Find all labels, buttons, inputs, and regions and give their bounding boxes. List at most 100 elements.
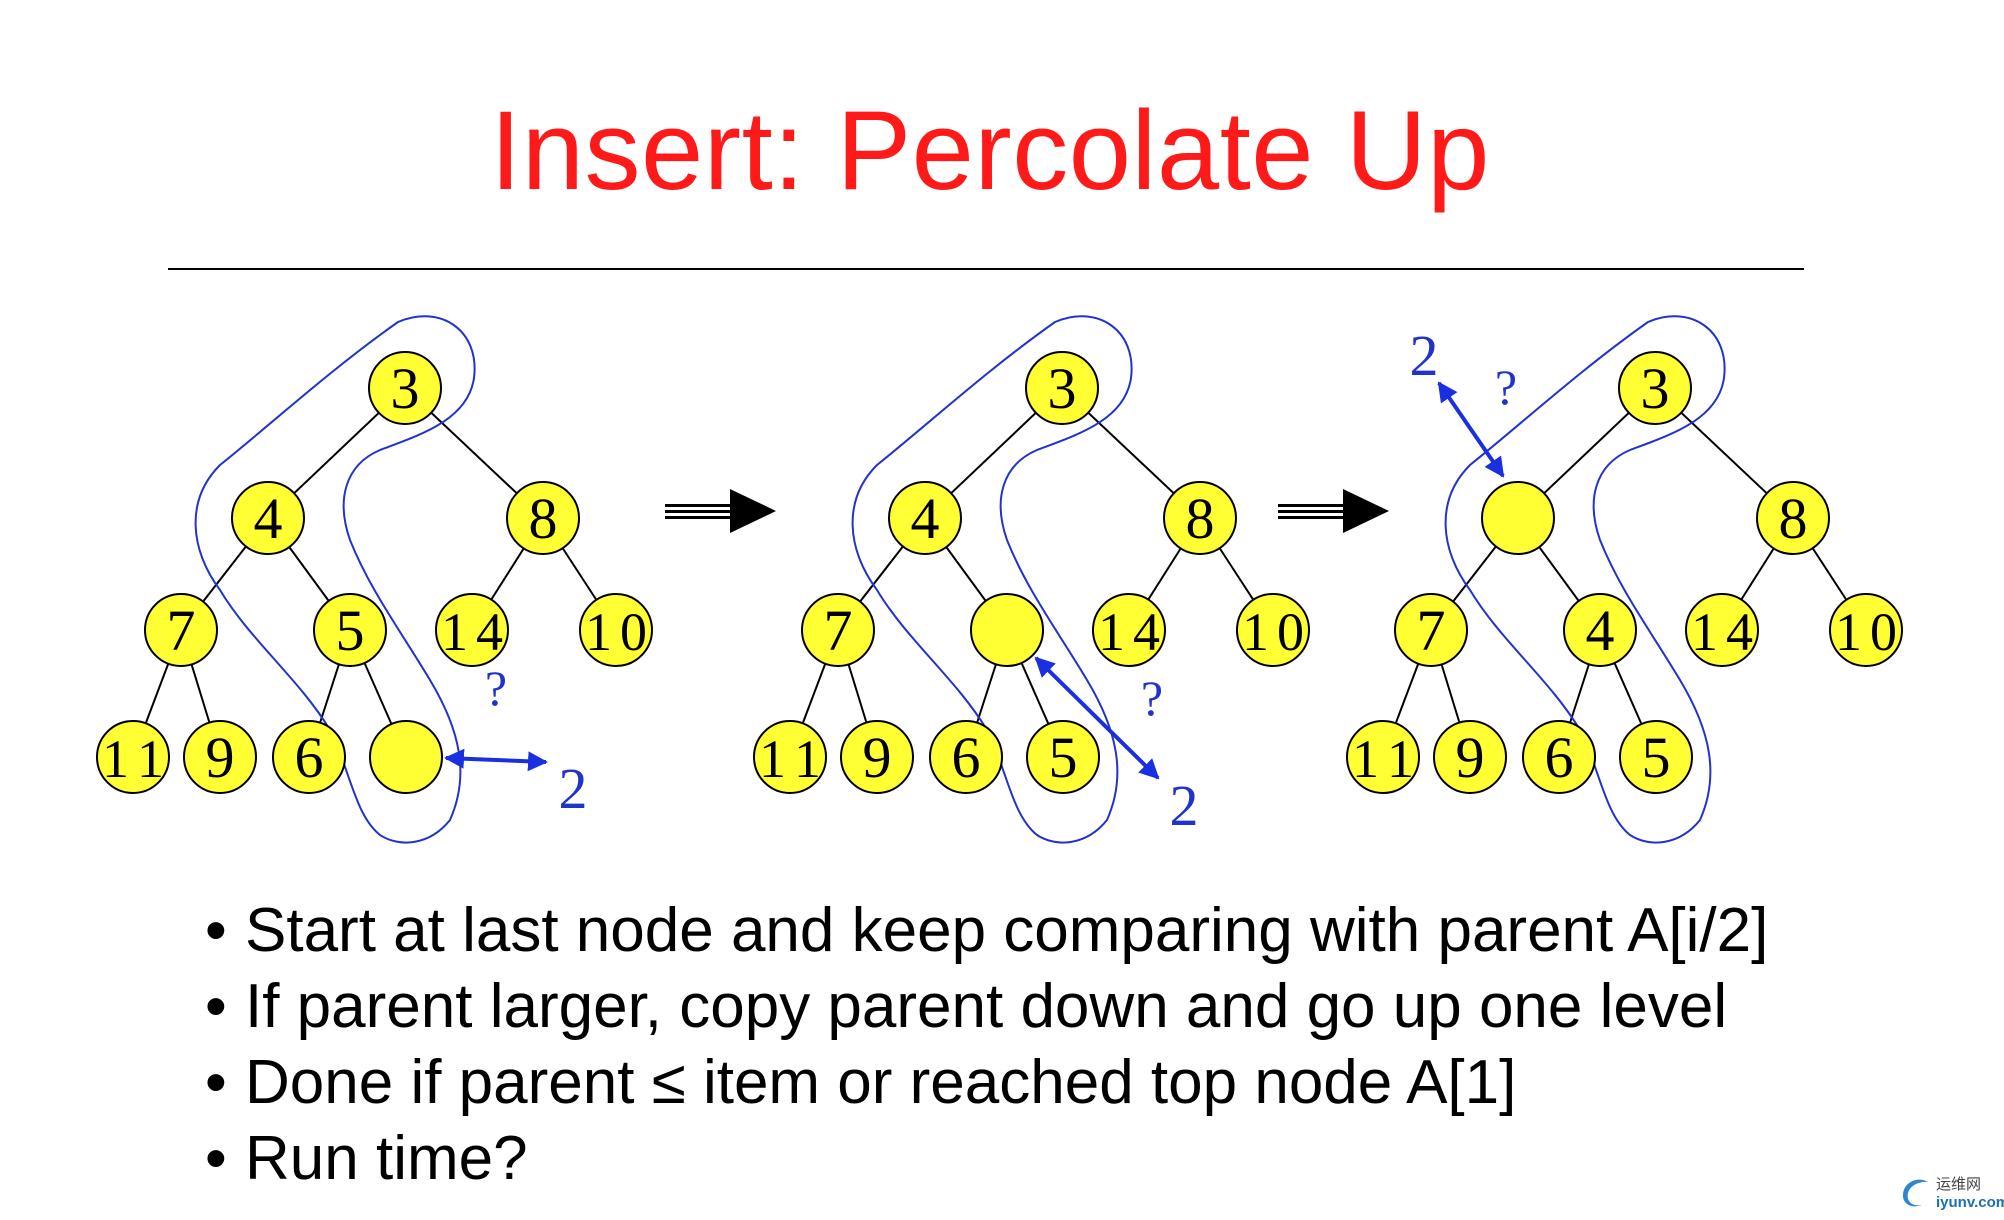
heap-node-circle — [1829, 593, 1903, 667]
bullet-text: If parent larger, copy parent down and g… — [245, 972, 1728, 1041]
heap-node: 4 — [1563, 593, 1637, 667]
insert-value-label: 2 — [1170, 773, 1199, 838]
heap-node-circle — [1756, 481, 1830, 555]
heap-node: 14 — [1685, 593, 1759, 667]
heap-node: 8 — [1163, 481, 1237, 555]
heap-node-circle — [753, 720, 827, 794]
heap-node: 7 — [1394, 593, 1468, 667]
heap-node-value: 4 — [254, 486, 283, 551]
heap-node-circle — [368, 351, 442, 425]
heap-node-value: 5 — [336, 598, 365, 663]
heap-node: 4 — [231, 481, 305, 555]
watermark-line2: iyunv.com — [1936, 1194, 2004, 1211]
heap-node-value: 9 — [1456, 725, 1485, 790]
heap-node: 3 — [368, 351, 442, 425]
heap-node: 7 — [144, 593, 218, 667]
heap-node-value: 7 — [1417, 598, 1446, 663]
heap-node-circle — [1433, 720, 1507, 794]
bullet-item: • Done if parent ≤ item or reached top no… — [205, 1045, 1768, 1121]
heap-node-circle — [888, 481, 962, 555]
heap-node: 9 — [1433, 720, 1507, 794]
heap-node: 8 — [506, 481, 580, 555]
heap-node-value: 7 — [167, 598, 196, 663]
heap-node-circle — [929, 720, 1003, 794]
heap-node — [369, 720, 443, 794]
heap-node: 10 — [1236, 593, 1310, 667]
swoosh-logo-icon — [1902, 1179, 1928, 1207]
heap-node: 14 — [435, 593, 509, 667]
heap-node-value: 3 — [391, 356, 420, 421]
heap-node: 7 — [801, 593, 875, 667]
heap-node: 6 — [929, 720, 1003, 794]
heap-node-value: 5 — [1049, 725, 1078, 790]
heap-node-circle — [1618, 351, 1692, 425]
heap-node-circle — [1619, 720, 1693, 794]
bullet-list: •Start at last node and keep comparing w… — [205, 893, 1768, 1197]
title-divider — [168, 268, 1804, 270]
heap-node-value: 3 — [1048, 356, 1077, 421]
heap-node: 10 — [579, 593, 653, 667]
heap-node-value: 6 — [952, 725, 981, 790]
heap-node: 3 — [1618, 351, 1692, 425]
heap-node-circle — [1236, 593, 1310, 667]
insert-value-label: 2 — [1410, 323, 1439, 388]
watermark-line1: 运维网 — [1936, 1176, 1982, 1193]
heap-node-circle — [1163, 481, 1237, 555]
compare-arrow — [1437, 381, 1505, 478]
heap-node: 4 — [888, 481, 962, 555]
heap-node-circle — [1394, 593, 1468, 667]
bullet-marker: • — [205, 972, 227, 1041]
heap-node-circle — [96, 720, 170, 794]
heap-node: 11 — [753, 720, 827, 794]
compare-arrow — [1034, 656, 1160, 780]
bullet-text: Run time? — [245, 1124, 528, 1193]
heap-node-circle — [231, 481, 305, 555]
heap-node-circle — [970, 593, 1044, 667]
heap-node: 10 — [1829, 593, 1903, 667]
heap-node-value: 9 — [863, 725, 892, 790]
heap-node-circle — [579, 593, 653, 667]
bullet-marker: • — [205, 896, 227, 965]
bullet-marker: • — [205, 1124, 227, 1193]
heap-node-circle — [801, 593, 875, 667]
heap-node: 5 — [1026, 720, 1100, 794]
heap-node-value: 6 — [295, 725, 324, 790]
page-title: Insert: Percolate Up — [490, 88, 1490, 213]
heap-node-circle — [369, 720, 443, 794]
bullet-item: • Run time? — [205, 1121, 1768, 1197]
heap-node-circle — [183, 720, 257, 794]
heap-node-circle — [506, 481, 580, 555]
heap-node: 3 — [1025, 351, 1099, 425]
heap-node-value: 4 — [1586, 598, 1615, 663]
bullet-text: Done if parent ≤ item or reached top nod… — [245, 1048, 1517, 1117]
heap-node: 6 — [1522, 720, 1596, 794]
bullet-marker: • — [205, 1048, 227, 1117]
heap-node-value: 8 — [529, 486, 558, 551]
heap-node: 14 — [1092, 593, 1166, 667]
question-mark: ? — [1141, 670, 1163, 726]
heap-node-circle — [144, 593, 218, 667]
heap-node-circle — [1346, 720, 1420, 794]
heap-node — [970, 593, 1044, 667]
heap-node: 11 — [96, 720, 170, 794]
heap-node-circle — [1685, 593, 1759, 667]
heap-node-value: 6 — [1545, 725, 1574, 790]
heap-node-circle — [1563, 593, 1637, 667]
right-arrow-icon — [665, 489, 776, 533]
heap-node: 9 — [840, 720, 914, 794]
question-mark: ? — [1495, 359, 1517, 415]
comparison-path-outline — [194, 315, 476, 844]
insert-value-label: 2 — [559, 756, 588, 821]
heap-node-value: 3 — [1641, 356, 1670, 421]
right-arrow-icon — [1278, 489, 1389, 533]
heap-node-value: 8 — [1779, 486, 1808, 551]
heap-node: 9 — [183, 720, 257, 794]
bullet-item: • If parent larger, copy parent down and … — [205, 969, 1768, 1045]
heap-node: 8 — [1756, 481, 1830, 555]
watermark: 运维网 iyunv.com — [1898, 1172, 2004, 1216]
bullet-item: •Start at last node and keep comparing w… — [205, 893, 1768, 969]
compare-arrow — [444, 748, 548, 772]
